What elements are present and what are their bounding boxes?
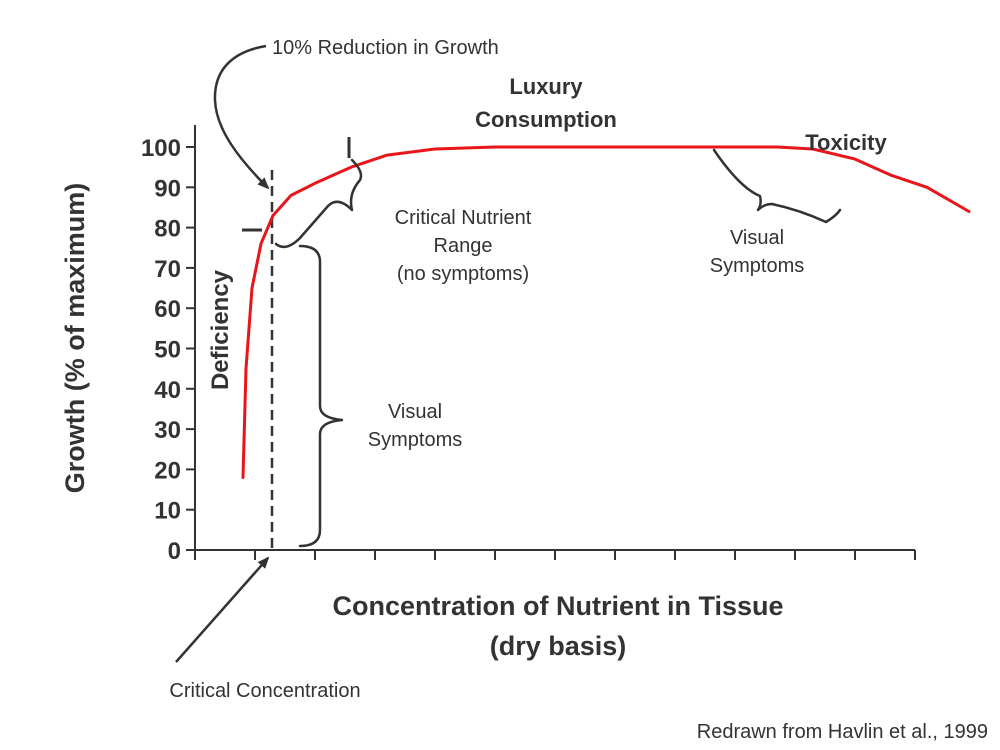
critical-range-label-line3: (no symptoms) — [397, 263, 529, 285]
luxury-label-line1: Luxury — [509, 74, 583, 99]
visual-symptoms-right-line2: Symptoms — [710, 255, 804, 277]
deficiency-visual-brace — [298, 244, 344, 548]
visual-symptoms-left-line2: Symptoms — [368, 429, 462, 451]
y-tick-label: 100 — [141, 135, 181, 162]
y-tick-label: 80 — [154, 216, 181, 243]
y-tick-label: 60 — [154, 296, 181, 323]
series-curve — [241, 145, 971, 479]
y-tick-label: 20 — [154, 457, 181, 484]
y-axis-title: Growth (% of maximum) — [60, 183, 90, 494]
y-tick-label: 40 — [154, 377, 181, 404]
y-tick-label: 90 — [154, 175, 181, 202]
reduction-label: 10% Reduction in Growth — [272, 37, 499, 59]
y-tick-label: 0 — [168, 538, 181, 565]
y-ticks: 0 10 20 30 40 50 60 70 80 90 100 — [141, 135, 195, 565]
reduction-arrow — [213, 44, 270, 190]
critical-range-label-line2: Range — [434, 235, 493, 257]
y-tick-label: 10 — [154, 498, 181, 525]
y-tick-label: 70 — [154, 256, 181, 283]
visual-symptoms-left-line1: Visual — [388, 401, 442, 423]
x-axis-title-line2: (dry basis) — [490, 631, 627, 661]
x-ticks — [194, 550, 916, 560]
critical-range-brace — [274, 158, 363, 249]
y-tick-label: 30 — [154, 417, 181, 444]
critical-range-label-line1: Critical Nutrient — [395, 207, 532, 229]
y-tick-label: 50 — [154, 337, 181, 364]
source-label: Redrawn from Havlin et al., 1999 — [697, 721, 988, 743]
luxury-label-line2: Consumption — [475, 107, 617, 132]
critical-concentration-label: Critical Concentration — [169, 680, 360, 702]
toxicity-visual-brace — [712, 148, 842, 224]
deficiency-label: Deficiency — [207, 269, 234, 390]
x-axis-title-line1: Concentration of Nutrient in Tissue — [332, 591, 783, 621]
critical-concentration-arrow — [175, 556, 270, 663]
toxicity-label: Toxicity — [805, 130, 887, 155]
visual-symptoms-right-line1: Visual — [730, 227, 784, 249]
